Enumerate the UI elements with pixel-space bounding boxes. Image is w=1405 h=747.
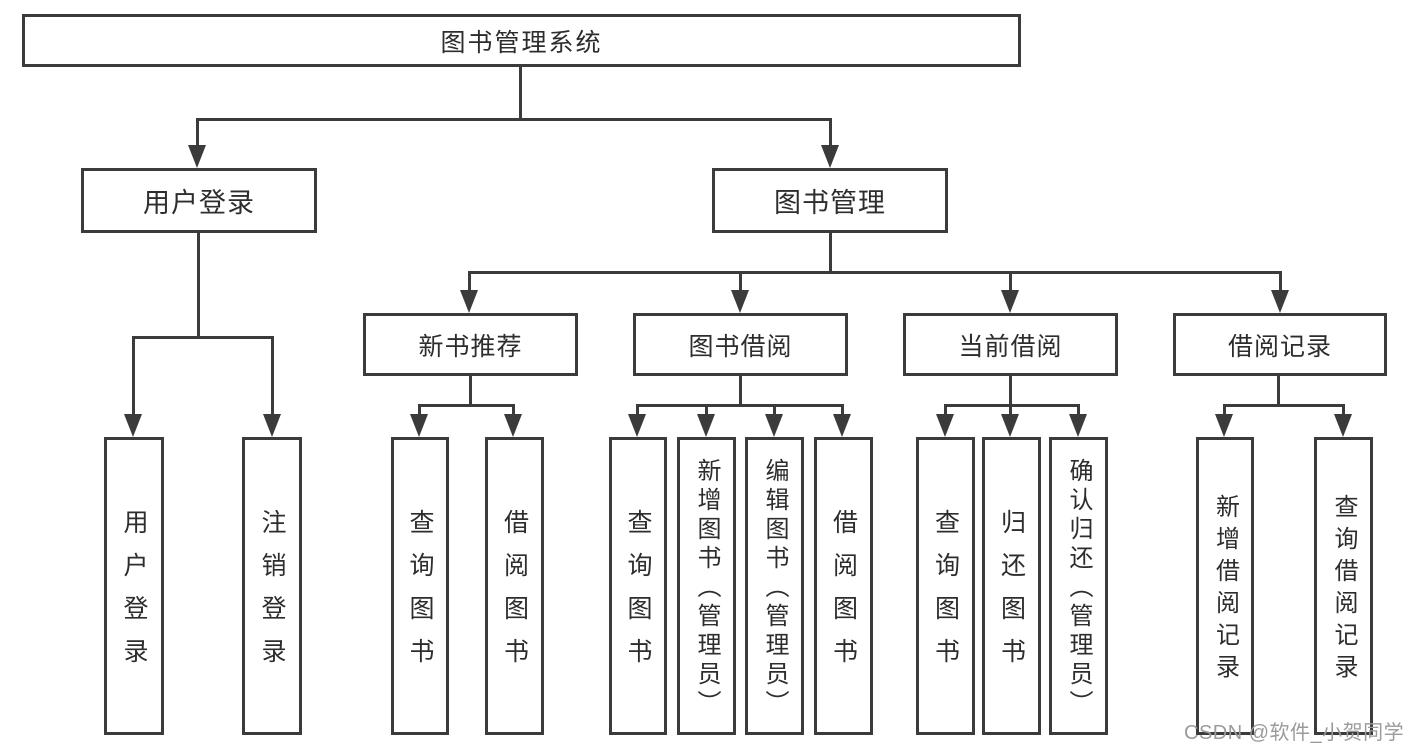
leaf-edit-book-admin: 编辑图书（管理员） xyxy=(745,437,804,735)
node-user-login: 用户登录 xyxy=(81,168,317,233)
leaf-borrow-books-2: 借阅图书 xyxy=(814,437,873,735)
arrow-down-icon xyxy=(263,414,281,437)
arrow-down-icon xyxy=(731,290,749,313)
connector-line xyxy=(1342,407,1345,417)
connector-line xyxy=(519,66,522,121)
connector-line xyxy=(773,407,776,417)
leaf-query-borrow-record: 查询借阅记录 xyxy=(1314,437,1373,735)
arrow-down-icon xyxy=(1215,414,1233,437)
node-book-borrow: 图书借阅 xyxy=(633,313,848,376)
arrow-down-icon xyxy=(504,414,522,437)
connector-line xyxy=(1277,376,1280,406)
node-root-library-system: 图书管理系统 xyxy=(22,14,1021,67)
connector-line xyxy=(739,274,742,293)
connector-line xyxy=(512,407,515,417)
connector-line xyxy=(197,233,200,338)
arrow-down-icon xyxy=(410,414,428,437)
watermark: CSDN @软件_小贺同学 xyxy=(1184,722,1405,744)
arrow-down-icon xyxy=(460,290,478,313)
connector-line xyxy=(418,407,421,417)
connector-line xyxy=(1223,404,1345,407)
leaf-confirm-return-admin: 确认归还（管理员） xyxy=(1049,437,1108,735)
connector-line xyxy=(132,336,274,339)
arrow-down-icon xyxy=(1271,290,1289,313)
leaf-query-books-1: 查询图书 xyxy=(391,437,449,735)
arrow-down-icon xyxy=(1001,414,1019,437)
arrow-down-icon xyxy=(1069,414,1087,437)
leaf-return-book: 归还图书 xyxy=(982,437,1041,735)
arrow-down-icon xyxy=(821,145,839,168)
connector-line xyxy=(196,118,832,121)
leaf-user-login: 用户登录 xyxy=(104,437,164,735)
node-new-book-recommend: 新书推荐 xyxy=(363,313,578,376)
leaf-add-borrow-record: 新增借阅记录 xyxy=(1196,437,1254,735)
connector-line xyxy=(705,407,708,417)
connector-line xyxy=(1009,407,1012,417)
connector-line xyxy=(469,376,472,406)
leaf-logout: 注销登录 xyxy=(242,437,302,735)
connector-line xyxy=(132,339,135,416)
leaf-add-book-admin: 新增图书（管理员） xyxy=(677,437,736,735)
connector-line xyxy=(841,407,844,417)
connector-line xyxy=(636,404,844,407)
connector-line xyxy=(1279,274,1282,293)
arrow-down-icon xyxy=(936,414,954,437)
connector-line xyxy=(196,121,199,148)
connector-line xyxy=(1009,274,1012,293)
leaf-query-books-3: 查询图书 xyxy=(916,437,975,735)
connector-line xyxy=(1223,407,1226,417)
connector-line xyxy=(636,407,639,417)
connector-line xyxy=(944,404,1080,407)
arrow-down-icon xyxy=(697,414,715,437)
connector-line xyxy=(829,121,832,148)
connector-line xyxy=(1009,376,1012,406)
arrow-down-icon xyxy=(628,414,646,437)
arrow-down-icon xyxy=(124,414,142,437)
leaf-borrow-books-1: 借阅图书 xyxy=(485,437,544,735)
node-current-borrow: 当前借阅 xyxy=(903,313,1118,376)
node-book-management: 图书管理 xyxy=(712,168,948,233)
node-borrow-record: 借阅记录 xyxy=(1173,313,1387,376)
connector-line xyxy=(468,274,471,293)
connector-line xyxy=(418,404,515,407)
connector-line xyxy=(1077,407,1080,417)
arrow-down-icon xyxy=(833,414,851,437)
arrow-down-icon xyxy=(1334,414,1352,437)
connector-line xyxy=(944,407,947,417)
connector-line xyxy=(271,339,274,416)
leaf-query-books-2: 查询图书 xyxy=(609,437,667,735)
connector-line xyxy=(829,233,832,273)
arrow-down-icon xyxy=(188,145,206,168)
connector-line xyxy=(468,271,1282,274)
arrow-down-icon xyxy=(765,414,783,437)
arrow-down-icon xyxy=(1001,290,1019,313)
connector-line xyxy=(739,376,742,406)
